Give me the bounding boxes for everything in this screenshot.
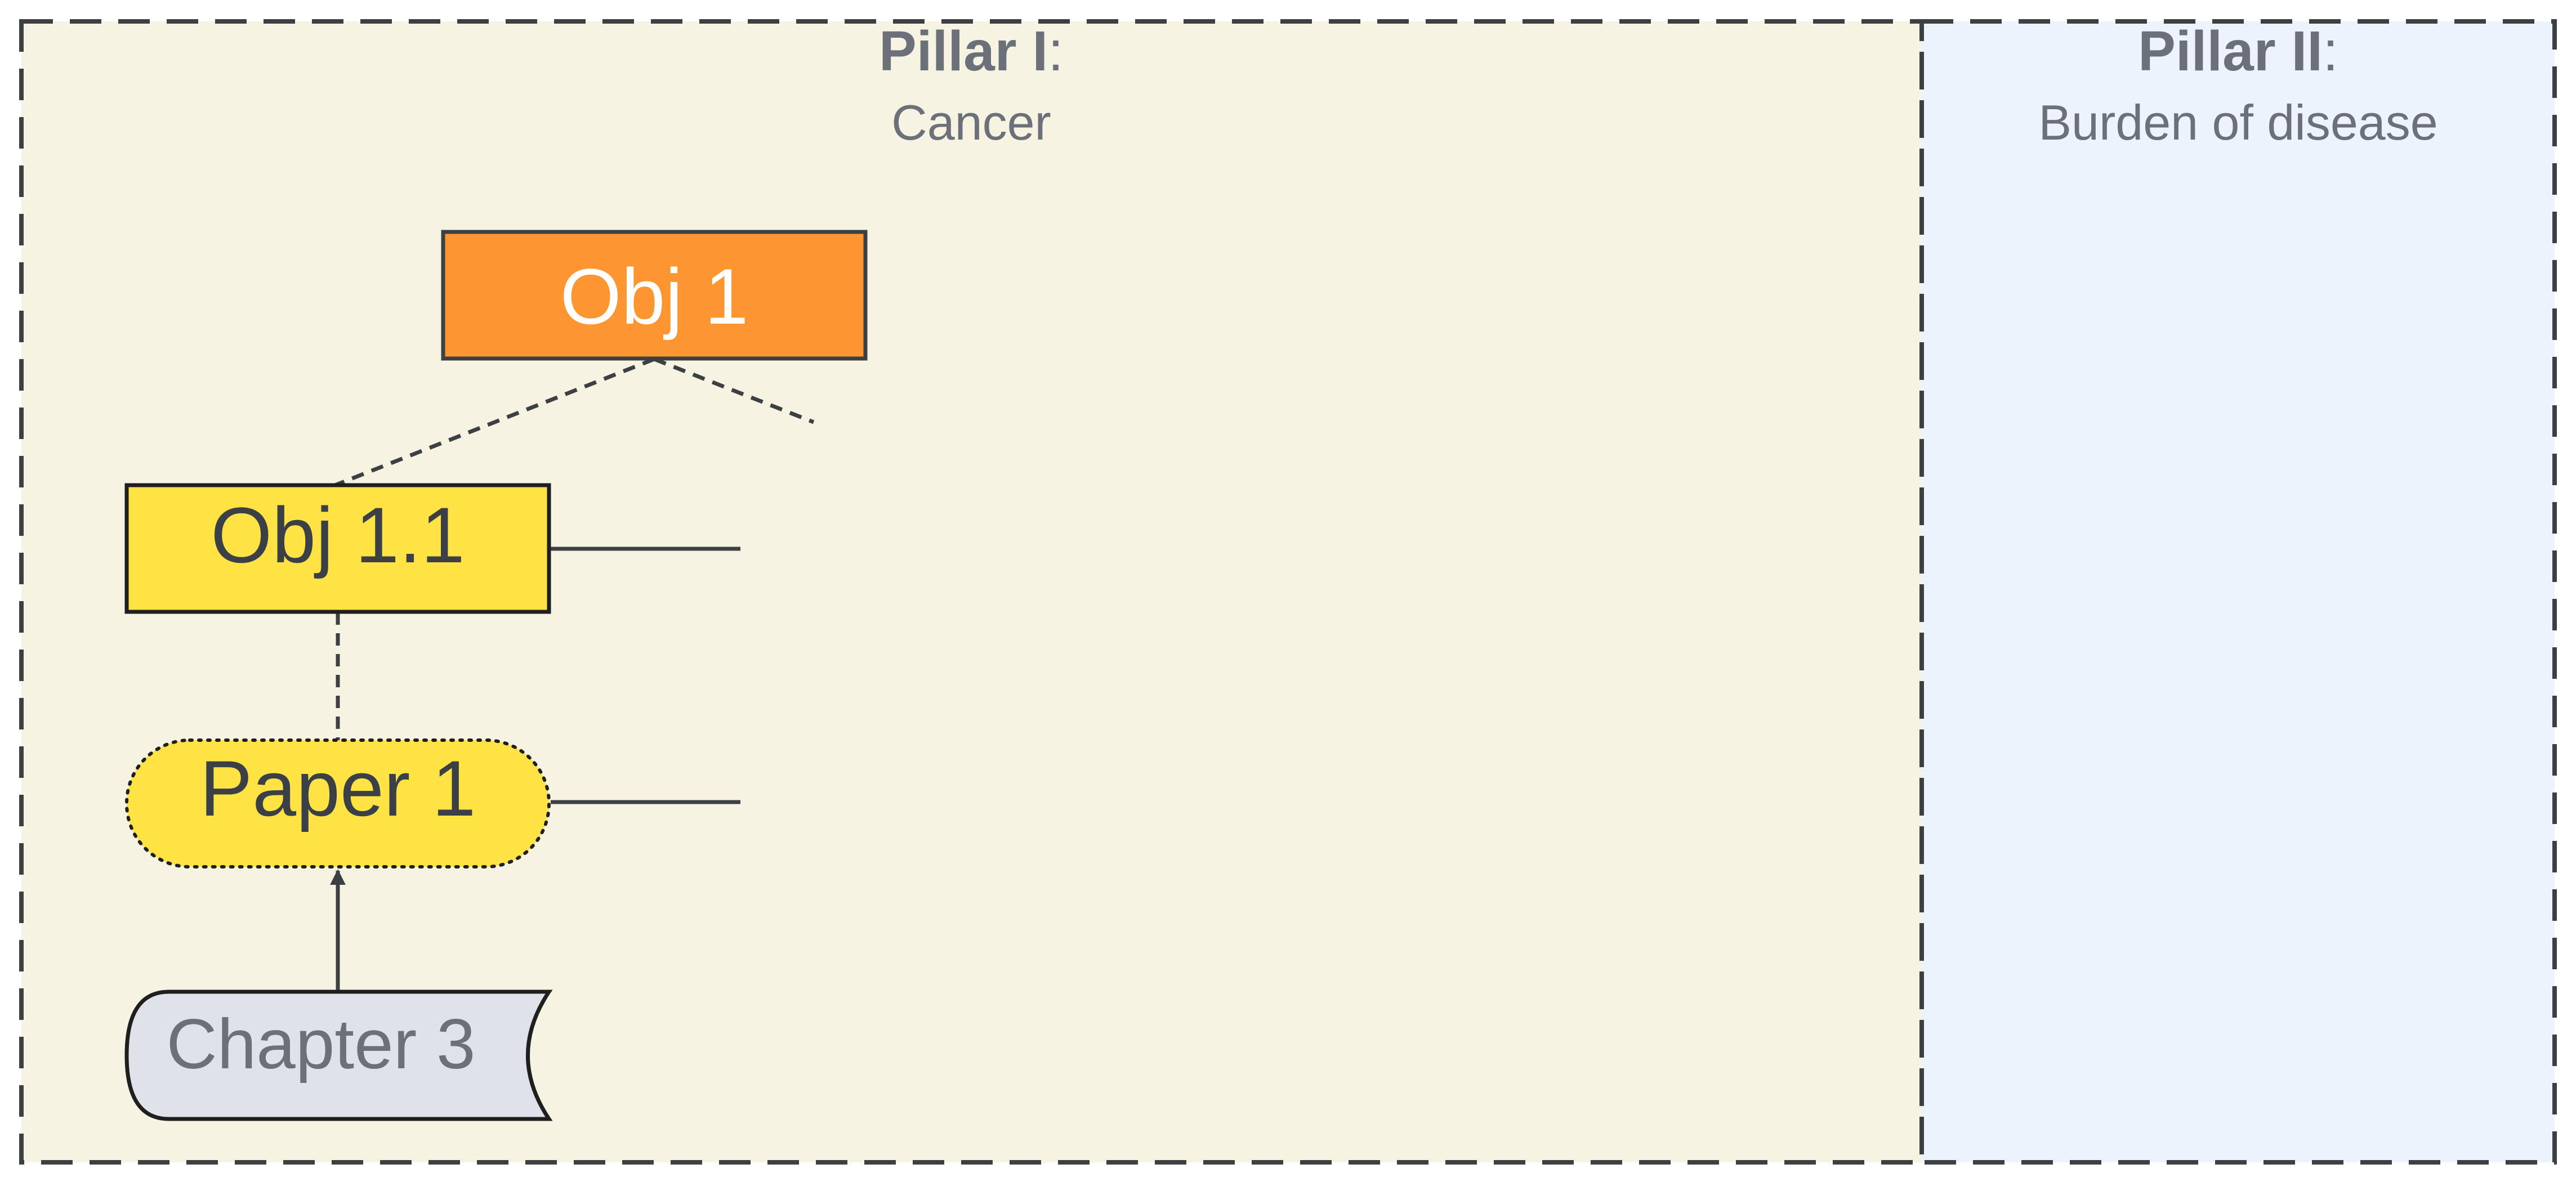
node-obj-1-1[interactable]: Obj 1.1: [124, 483, 551, 614]
pillar-1-title-bold: Pillar I: [879, 20, 1048, 83]
pillar-2-title: Pillar II:: [2138, 20, 2338, 83]
node-chapter-3-shape: [124, 990, 553, 1121]
pillar-1-subtitle: Cancer: [891, 95, 1051, 150]
node-obj-1-label: Obj 1: [560, 252, 749, 341]
connector-obj1-to-obj1-1: [334, 357, 655, 487]
pillar-2-subtitle: Burden of disease: [2038, 95, 2437, 150]
pillar-2-title-colon: :: [2323, 20, 2338, 83]
node-chapter-3[interactable]: Chapter 3: [124, 990, 553, 1121]
pillar-2-title-bold: Pillar II: [2138, 20, 2323, 83]
node-paper-1-label: Paper 1: [200, 744, 476, 832]
pillar-1-title-colon: :: [1048, 20, 1064, 83]
pillar-1-title: Pillar I:: [879, 20, 1064, 83]
node-paper-1[interactable]: Paper 1: [125, 738, 551, 868]
node-obj-1-1-label: Obj 1.1: [211, 491, 465, 579]
node-obj-1[interactable]: Obj 1: [441, 230, 868, 361]
pillar-2-background: [1922, 21, 2555, 1162]
pillar-2-border: [1919, 19, 2557, 1165]
node-obj-1-box: [441, 230, 868, 361]
connector-obj1-branch-right: [653, 357, 815, 424]
node-paper-1-box: [125, 738, 551, 868]
pillar-2-container: Pillar II: Burden of disease: [1922, 20, 2555, 1162]
node-obj-1-1-box: [124, 483, 551, 614]
node-chapter-3-label: Chapter 3: [167, 1005, 476, 1084]
